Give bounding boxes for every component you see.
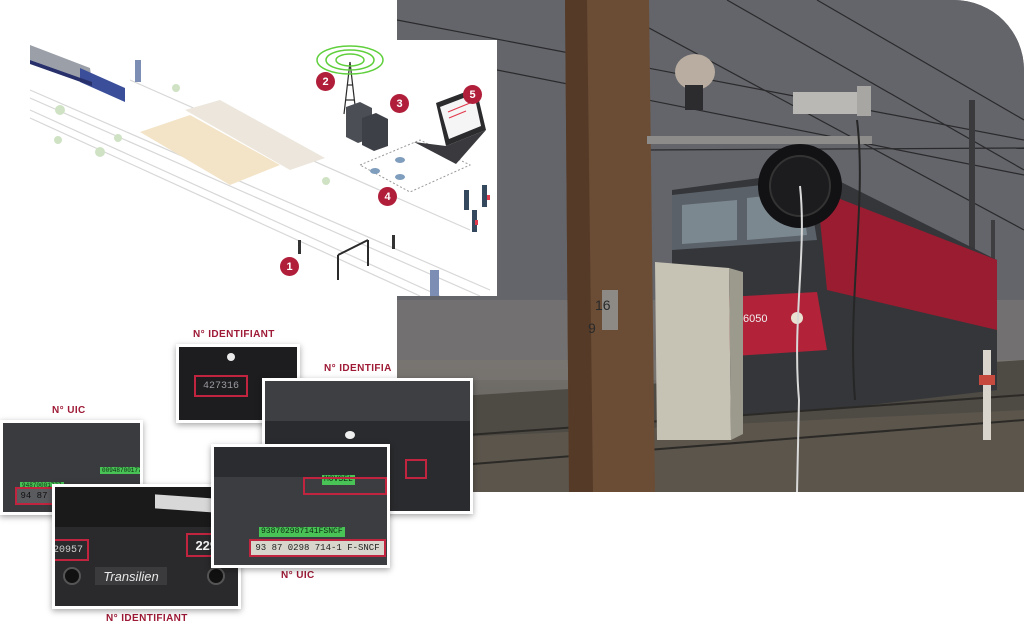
pole-number-1: 16 [595,297,611,313]
headlight-right [207,567,225,585]
photo-scene: 16 9 6050 [397,0,1024,492]
train-number: 6050 [743,313,767,325]
ocr-top-tag: MOVSEL [322,475,355,485]
badge-3: 3 [390,94,409,113]
id-box-partial [405,459,427,479]
cab-light [345,431,355,439]
crop-uic-bottom: MOVSEL 938702987141FSNCF 93 87 0298 714-… [211,444,390,568]
badge-1: 1 [280,257,299,276]
ocr-tag: 94870001777 [20,482,64,489]
crop-transilien: 20957 229A Transilien [52,484,241,609]
uic-number-box-bottom: 93 87 0298 714-1 F-SNCF [249,539,386,557]
badge-5: 5 [463,85,482,104]
railway-camera-photo: 16 9 6050 [397,0,1024,492]
isometric-scene [29,45,491,297]
pole-number-2: 9 [588,320,596,336]
caption-uic-bottom: N° UIC [281,570,315,581]
ocr-uic-tag: 938702987141FSNCF [259,527,345,537]
top-red-box [303,477,387,495]
badge-4: 4 [378,187,397,206]
light-dot [227,353,235,361]
headlight-left [63,567,81,585]
cab-roof [265,381,470,421]
caption-uic-left: N° UIC [52,405,86,416]
caption-identifiant-mid: N° IDENTIFIA [324,363,392,374]
system-architecture-diagram: 1 2 3 4 5 [0,40,497,297]
transilien-logo: Transilien [95,567,167,585]
caption-identifiant-bottom: N° IDENTIFIANT [106,613,188,624]
badge-2: 2 [316,72,335,91]
ocr-tag-small: 00948700177-5 [100,467,140,474]
window-strip [214,447,387,477]
caption-identifiant-top: N° IDENTIFIANT [193,329,275,340]
left-id-box: 20957 [55,539,89,561]
id-number-box: 427316 [194,375,248,397]
